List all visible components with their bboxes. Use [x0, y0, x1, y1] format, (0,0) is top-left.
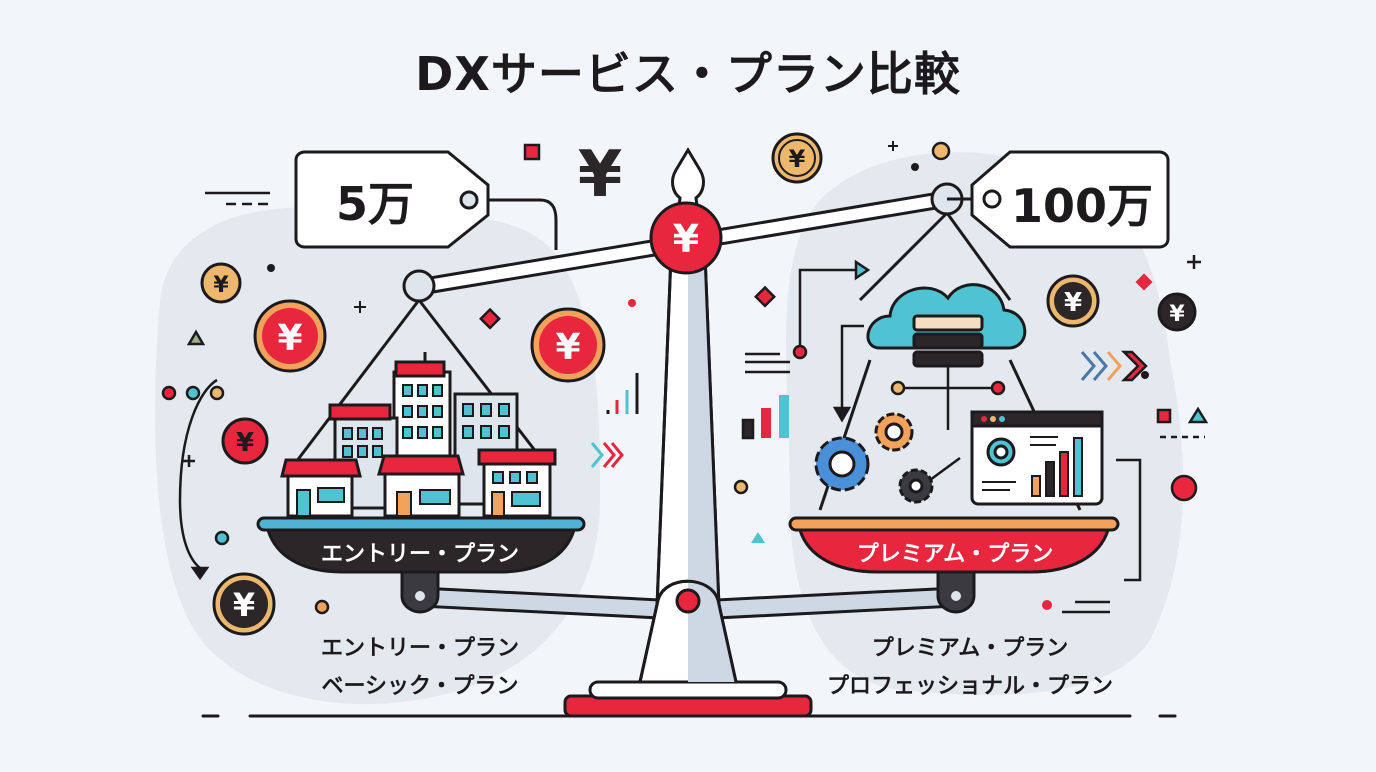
plan-item: エントリー・プラン	[320, 636, 519, 661]
coin-icon: ¥	[212, 572, 276, 636]
yen-coins: ¥ ¥ ¥ ¥ ¥ ¥ ¥ ¥	[200, 132, 1197, 636]
plan-list-left: エントリー・プラン ベーシック・プラン	[290, 630, 550, 706]
scale-base	[418, 147, 958, 718]
coin-icon: ¥	[1046, 274, 1100, 328]
scale-beam: ¥	[402, 182, 964, 303]
svg-text:¥: ¥	[277, 318, 302, 359]
right-pan	[788, 259, 1142, 614]
page-title: DXサービス・プラン比較	[415, 47, 961, 101]
svg-text:¥: ¥	[236, 428, 254, 458]
price-tag-right-value: 100万	[1010, 179, 1154, 233]
right-pan-label: プレミアム・プラン	[856, 542, 1054, 567]
left-pan-label: エントリー・プラン	[320, 542, 519, 567]
dashboard-icon	[970, 410, 1104, 506]
gears-icon	[814, 412, 934, 504]
flow-arrows	[792, 259, 1142, 582]
yen-icon: ¥	[673, 217, 699, 261]
price-tag-right	[970, 150, 1170, 249]
yen-symbol-icon: ¥	[578, 138, 623, 212]
svg-text:¥: ¥	[213, 273, 229, 298]
price-tag-left	[294, 150, 490, 249]
left-pan	[256, 352, 586, 614]
coin-icon: ¥	[530, 307, 606, 383]
svg-text:¥: ¥	[1064, 288, 1082, 318]
coin-icon: ¥	[253, 299, 327, 373]
plan-list-right: プレミアム・プラン プロフェッショナル・プラン	[800, 630, 1140, 706]
coin-icon: ¥	[771, 132, 823, 184]
coin-icon: ¥	[221, 417, 269, 465]
price-tag-left-value: 5万	[335, 177, 414, 231]
svg-text:¥: ¥	[789, 145, 806, 173]
plan-item: プロフェッショナル・プラン	[826, 674, 1113, 699]
buildings-icon	[280, 352, 557, 518]
svg-text:¥: ¥	[233, 586, 255, 624]
svg-text:¥: ¥	[1169, 302, 1185, 327]
plan-item: ベーシック・プラン	[321, 674, 519, 699]
svg-text:¥: ¥	[555, 327, 580, 368]
decorations	[161, 141, 1209, 615]
coin-icon: ¥	[1157, 292, 1197, 332]
coin-icon: ¥	[200, 262, 242, 304]
cloud-server-icon	[866, 283, 1027, 430]
plan-item: プレミアム・プラン	[871, 636, 1069, 661]
